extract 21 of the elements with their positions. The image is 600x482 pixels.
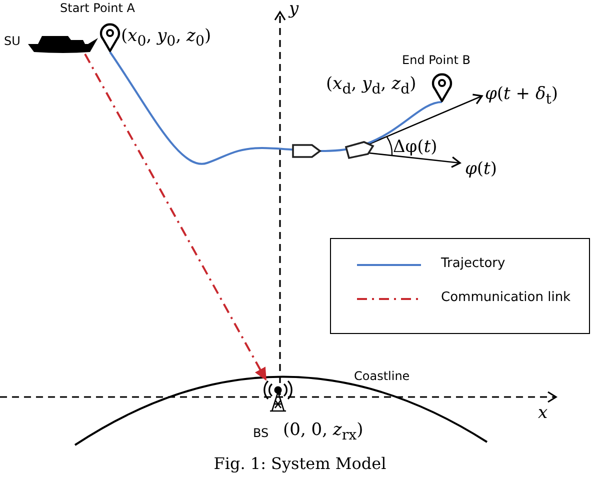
point-label: End Point B [402, 54, 470, 68]
caption: Fig. 1: System Model [212, 455, 388, 473]
angle-label: φ(t) [465, 160, 498, 179]
node-label: BS [253, 427, 269, 440]
dash-dot-arrow [84, 54, 267, 381]
trajectory-line [109, 51, 442, 165]
angle-label: φ(t + δ$_{t}$) [485, 85, 558, 108]
node-label: SU [4, 35, 20, 48]
coordinate-label: (x$_{0}$, y$_{0}$, z$_{0}$) [121, 27, 212, 50]
coordinate-label: (0, 0, z$_{rx}$) [283, 421, 364, 444]
legend-label: Trajectory [441, 257, 506, 272]
axis-label: y [289, 0, 299, 19]
location-pin-icon [100, 24, 120, 52]
coordinate-label: (x$_{d}$, y$_{d}$, z$_{d}$) [326, 75, 416, 98]
coastline-label: Coastline [354, 370, 410, 384]
legend-label: Communication link [441, 291, 571, 306]
angle-label: Δφ(t) [393, 138, 438, 157]
axis-label: x [538, 404, 548, 423]
radio-tower-icon [263, 380, 293, 412]
point-label: Start Point A [60, 2, 135, 16]
location-pin-icon [432, 74, 452, 102]
